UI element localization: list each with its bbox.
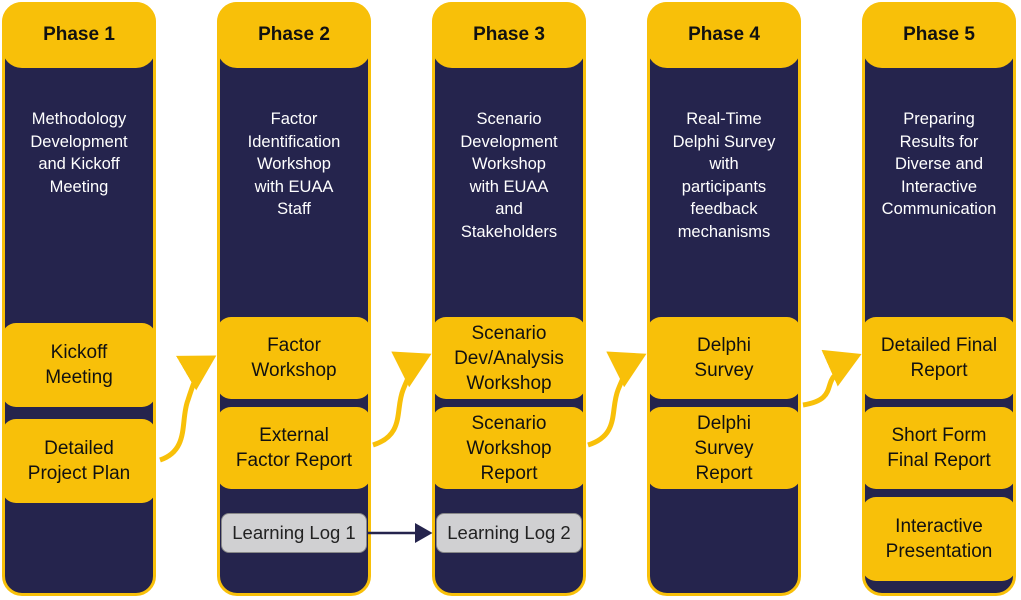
phase-2-deliverable-external-factor-report: External Factor Report bbox=[217, 407, 371, 489]
phase-5-header: Phase 5 bbox=[862, 2, 1016, 68]
phase-3-deliverable-scenario-workshop-report: Scenario Workshop Report bbox=[432, 407, 586, 489]
phase-3-column bbox=[432, 2, 586, 596]
learning-log-1: Learning Log 1 bbox=[221, 513, 367, 553]
phase-1-description: Methodology Development and Kickoff Meet… bbox=[30, 110, 128, 196]
learning-log-2: Learning Log 2 bbox=[436, 513, 582, 553]
phase-1-deliverable-kickoff-meeting: Kickoff Meeting bbox=[2, 323, 156, 407]
phase-2-description: Factor Identification Workshop with EUAA… bbox=[247, 110, 341, 218]
phase-4-header: Phase 4 bbox=[647, 2, 801, 68]
phase-2-column bbox=[217, 2, 371, 596]
phase-2-header: Phase 2 bbox=[217, 2, 371, 68]
phase-2-deliverable-factor-workshop: Factor Workshop bbox=[217, 317, 371, 399]
phase-4-deliverable-delphi-survey-report: Delphi Survey Report bbox=[647, 407, 801, 489]
phase-4-description: Real-Time Delphi Survey with participant… bbox=[672, 110, 776, 241]
phase-1-deliverable-project-plan: Detailed Project Plan bbox=[2, 419, 156, 503]
phase-5-deliverable-interactive-presentation: Interactive Presentation bbox=[862, 497, 1016, 581]
phase-4-column bbox=[647, 2, 801, 596]
phase-5-deliverable-short-form-report: Short Form Final Report bbox=[862, 407, 1016, 489]
arrow-phase1-to-phase2-fill bbox=[159, 355, 217, 463]
phase-3-header: Phase 3 bbox=[432, 2, 586, 68]
arrow-phase2-to-phase3-fill bbox=[372, 351, 432, 448]
phase-1-header: Phase 1 bbox=[2, 2, 156, 68]
phase-5-deliverable-detailed-final-report: Detailed Final Report bbox=[862, 317, 1016, 399]
phase-3-deliverable-scenario-workshop: Scenario Dev/Analysis Workshop bbox=[432, 317, 586, 399]
phase-4-deliverable-delphi-survey: Delphi Survey bbox=[647, 317, 801, 399]
phase-5-description: Preparing Results for Diverse and Intera… bbox=[881, 110, 997, 218]
arrow-phase4-to-phase5-fill bbox=[802, 349, 862, 408]
phase-3-description: Scenario Development Workshop with EUAA … bbox=[460, 110, 558, 241]
arrow-phase3-to-phase4-fill bbox=[587, 351, 647, 448]
